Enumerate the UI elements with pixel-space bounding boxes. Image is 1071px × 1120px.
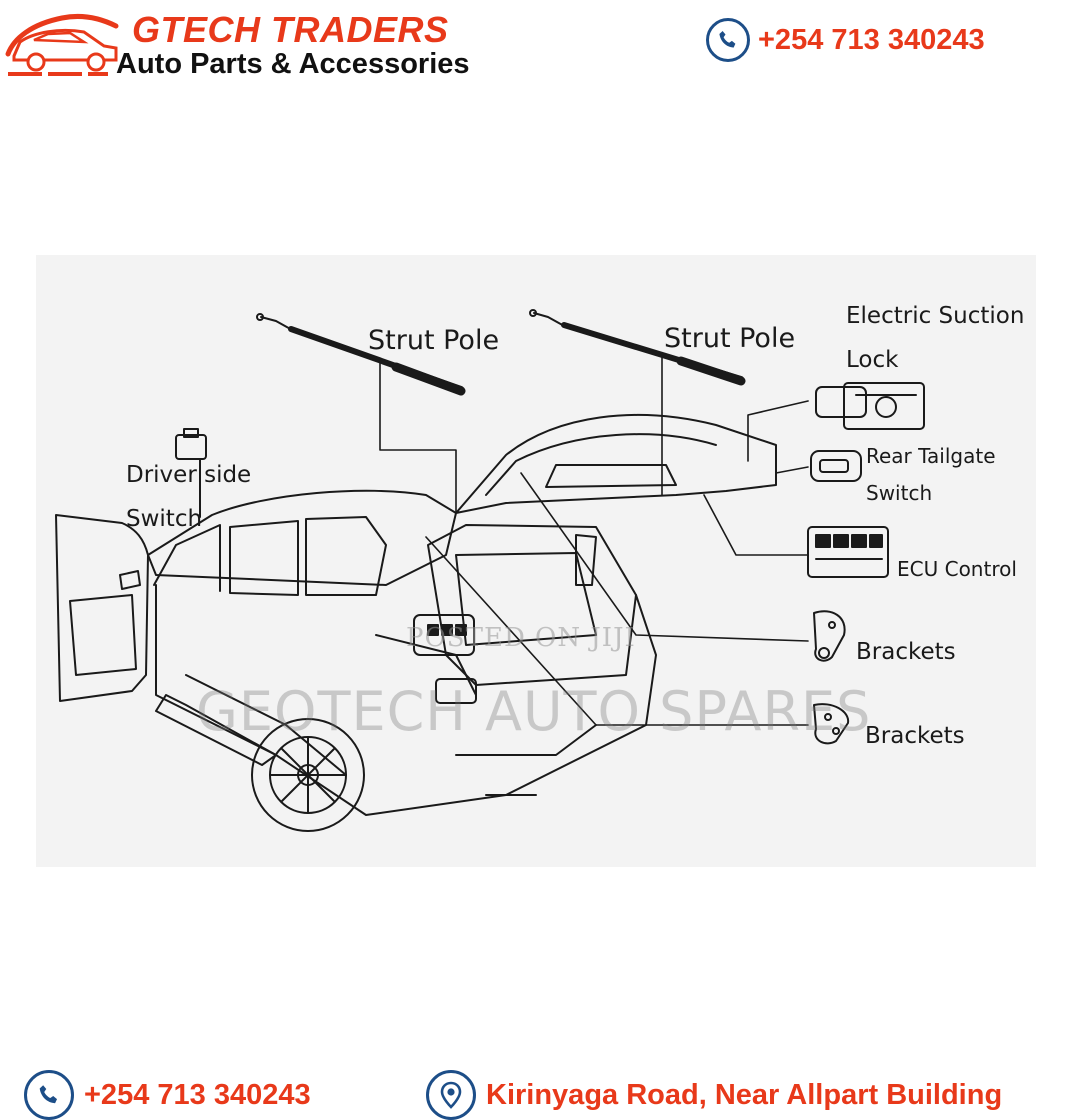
car-logo-icon xyxy=(5,13,119,76)
diagram-line-art xyxy=(55,309,925,832)
tailgate-kit-diagram: Strut Pole Strut Pole Electric Suction L… xyxy=(36,255,1036,867)
header-phone[interactable]: +254 713 340243 xyxy=(706,18,985,62)
driver-switch-drawing xyxy=(175,428,207,518)
label-driver-switch: Switch xyxy=(126,506,203,532)
suction-lock-drawing xyxy=(815,382,925,430)
brand-name: GTECH TRADERS xyxy=(132,9,449,50)
label-brackets-lower: Brackets xyxy=(865,723,965,749)
brand-tagline: Auto Parts & Accessories xyxy=(116,48,470,80)
footer-address-text: Kirinyaga Road, Near Allpart Building xyxy=(486,1078,1003,1111)
watermark-posted: POSTED ON JIJI xyxy=(406,623,636,653)
footer-phone[interactable]: +254 713 340243 xyxy=(24,1070,311,1120)
label-rear-tailgate: Rear Tailgate xyxy=(866,444,996,468)
watermark-geotech: GEOTECH AUTO SPARES xyxy=(196,680,872,743)
label-rear-switch: Switch xyxy=(866,481,933,505)
phone-icon xyxy=(706,18,750,62)
location-pin-icon xyxy=(426,1070,476,1120)
label-strut-pole-right: Strut Pole xyxy=(664,323,796,354)
bracket-upper-drawing xyxy=(813,610,846,662)
footer-phone-number: +254 713 340243 xyxy=(84,1078,311,1111)
label-lock: Lock xyxy=(846,347,899,373)
strut-pole-left-drawing xyxy=(256,313,466,396)
header: GTECH TRADERS Auto Parts & Accessories +… xyxy=(0,0,1071,90)
footer-address[interactable]: Kirinyaga Road, Near Allpart Building xyxy=(426,1070,1002,1120)
label-electric-suction: Electric Suction xyxy=(846,303,1025,329)
label-brackets-upper: Brackets xyxy=(856,639,956,665)
bracket-lower-drawing xyxy=(813,703,850,745)
label-ecu-control: ECU Control xyxy=(897,557,1017,581)
rear-switch-drawing xyxy=(810,450,862,482)
label-strut-pole-left: Strut Pole xyxy=(368,325,500,356)
ecu-box-drawing xyxy=(807,526,889,578)
strut-pole-right-drawing xyxy=(529,309,746,386)
header-phone-number: +254 713 340243 xyxy=(758,23,985,56)
suv-drawing xyxy=(55,414,777,832)
phone-icon xyxy=(24,1070,74,1120)
footer: +254 713 340243 Kirinyaga Road, Near All… xyxy=(0,1062,1071,1120)
leader-lines xyxy=(379,352,809,726)
label-driver-side: Driver side xyxy=(126,462,252,488)
